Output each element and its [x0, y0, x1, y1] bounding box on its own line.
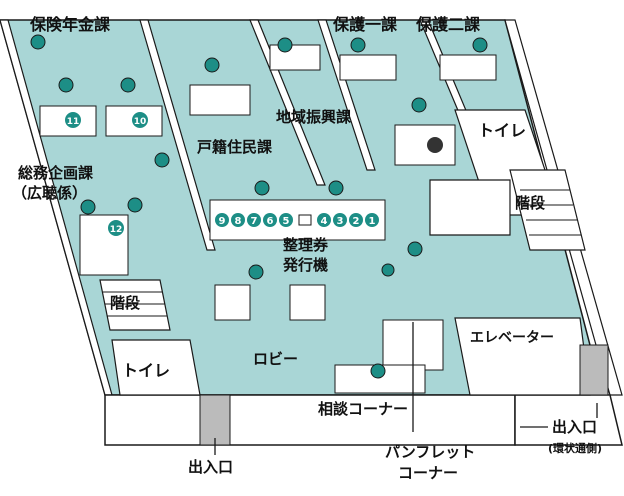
person-icon — [127, 197, 143, 213]
label-stairs-left: 階段 — [110, 294, 140, 312]
label-chiiki: 地域振興課 — [276, 108, 352, 126]
person-icon — [120, 77, 136, 93]
svg-text:9: 9 — [219, 216, 226, 227]
svg-text:4: 4 — [321, 216, 328, 227]
counter-3: 3 — [333, 213, 347, 227]
counter-12: 12 — [108, 220, 124, 236]
svg-text:6: 6 — [267, 216, 274, 227]
person-icon — [58, 77, 74, 93]
svg-text:12: 12 — [110, 225, 123, 235]
svg-text:8: 8 — [235, 216, 242, 227]
label-entrance-bottom: 出入口 — [188, 458, 233, 476]
label-hogo-ichi: 保護一課 — [332, 15, 398, 34]
desk-right-counter — [394, 124, 456, 166]
person-icon — [411, 97, 427, 113]
counter-11: 11 — [65, 112, 81, 128]
counter-2: 2 — [349, 213, 363, 227]
label-somu: 総務企画課 — [18, 164, 94, 182]
label-sodan: 相談コーナー — [318, 400, 408, 418]
person-icon — [350, 37, 366, 53]
person-icon — [254, 180, 270, 196]
person-icon — [277, 37, 293, 53]
ticket-machine-icon — [298, 214, 312, 226]
label-hogo-ni: 保護二課 — [415, 15, 481, 34]
entrance-right-door[interactable] — [579, 344, 609, 396]
lobby-bench-2 — [289, 284, 326, 321]
lobby-bench-1 — [214, 284, 251, 321]
partition-chiiki — [317, 19, 376, 171]
svg-text:11: 11 — [67, 117, 80, 127]
person-icon — [370, 363, 386, 379]
entrance-bottom-door[interactable] — [199, 394, 231, 446]
person-icon — [154, 152, 170, 168]
person-icon — [248, 264, 264, 280]
label-stairs-right: 階段 — [515, 194, 545, 212]
label-toilet-right: トイレ — [478, 121, 526, 140]
label-somu-sub: （広聴係） — [12, 184, 87, 202]
label-seiri-2: 発行機 — [282, 256, 328, 274]
person-icon — [80, 199, 96, 215]
partition-koseki — [249, 19, 326, 186]
partition-hoken — [139, 19, 216, 251]
front-wall — [104, 394, 516, 446]
counter-8: 8 — [231, 213, 245, 227]
svg-text:2: 2 — [353, 216, 360, 227]
counter-5: 5 — [279, 213, 293, 227]
desk-hogo-2 — [439, 54, 497, 81]
person-icon — [407, 241, 423, 257]
counter-6: 6 — [263, 213, 277, 227]
counter-4: 4 — [317, 213, 331, 227]
counter-9: 9 — [215, 213, 229, 227]
desk-hogo-1 — [339, 54, 397, 81]
person-icon — [30, 34, 46, 50]
right-block — [429, 179, 511, 236]
svg-text:1: 1 — [369, 216, 376, 227]
svg-text:10: 10 — [134, 117, 147, 127]
counter-10: 10 — [132, 112, 148, 128]
person-icon — [472, 37, 488, 53]
label-hoken-nenkin: 保険年金課 — [29, 15, 111, 34]
label-toilet-left: トイレ — [122, 361, 170, 380]
person-icon — [204, 57, 220, 73]
label-elevator: エレベーター — [470, 330, 554, 346]
person-icon — [427, 137, 443, 153]
label-seiri-1: 整理券 — [283, 236, 329, 254]
svg-text:3: 3 — [337, 216, 344, 227]
label-entrance-right: 出入口 — [552, 418, 597, 436]
label-entrance-right-sub: (環状通側) — [548, 441, 602, 455]
counter-badges: 11 10 12 9 8 7 6 5 — [65, 112, 379, 236]
person-icon — [328, 180, 344, 196]
label-lobby: ロビー — [253, 350, 298, 368]
svg-text:5: 5 — [283, 216, 290, 227]
person-icon — [381, 263, 395, 277]
desk-chiiki — [269, 44, 321, 71]
desk-koseki — [189, 84, 251, 116]
counter-7: 7 — [247, 213, 261, 227]
label-koseki: 戸籍住民課 — [197, 138, 273, 156]
svg-text:7: 7 — [251, 216, 258, 227]
label-pamphlet-2: コーナー — [398, 464, 458, 482]
counter-1: 1 — [365, 213, 379, 227]
label-pamphlet-1: パンフレット — [385, 443, 475, 461]
